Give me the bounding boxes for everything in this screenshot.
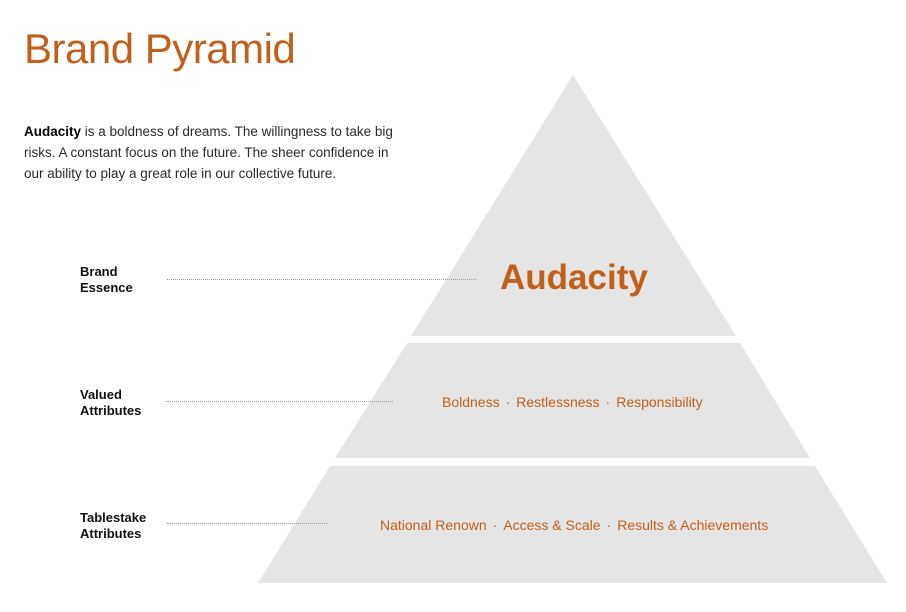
attribute-item: Results & Achievements	[617, 517, 769, 533]
page-title: Brand Pyramid	[24, 25, 296, 72]
separator-dot: ·	[492, 517, 498, 533]
brand-essence-value: Audacity	[500, 258, 648, 297]
tier-label-line: Essence	[80, 280, 133, 295]
pyramid-tier-tablestake	[258, 466, 887, 583]
leader-line-valued	[167, 401, 393, 402]
attribute-item: National Renown	[380, 517, 487, 533]
tier-label-line: Attributes	[80, 403, 142, 418]
attribute-item: Responsibility	[616, 394, 703, 410]
separator-dot: ·	[505, 394, 511, 410]
attribute-item: Restlessness	[516, 394, 600, 410]
intro-highlight: Audacity	[24, 124, 82, 139]
tier-label-line: Valued	[80, 387, 122, 402]
pyramid-tier-essence	[411, 75, 736, 336]
attribute-item: Access & Scale	[503, 517, 601, 533]
separator-dot: ·	[605, 394, 611, 410]
pyramid-tier-valued	[335, 343, 810, 458]
tablestake-attributes-text: National Renown · Access & Scale · Results &…	[380, 517, 768, 533]
intro-paragraph: Audacity is a boldness of dreams. The wi…	[24, 121, 404, 184]
tier-label-tablestake-attributes: Tablestake Attributes	[80, 510, 146, 542]
valued-attributes-text: Boldness · Restlessness · Responsibility	[442, 394, 703, 410]
tier-label-line: Attributes	[80, 526, 142, 541]
intro-text: is a boldness of dreams. The willingness…	[24, 124, 393, 181]
separator-dot: ·	[606, 517, 612, 533]
leader-line-tablestake	[167, 523, 327, 524]
tier-label-valued-attributes: Valued Attributes	[80, 387, 141, 419]
leader-line-essence	[167, 279, 476, 280]
attribute-item: Boldness	[442, 394, 500, 410]
tier-label-line: Brand	[80, 264, 118, 279]
tier-label-brand-essence: Brand Essence	[80, 264, 133, 296]
tier-label-line: Tablestake	[80, 510, 147, 525]
